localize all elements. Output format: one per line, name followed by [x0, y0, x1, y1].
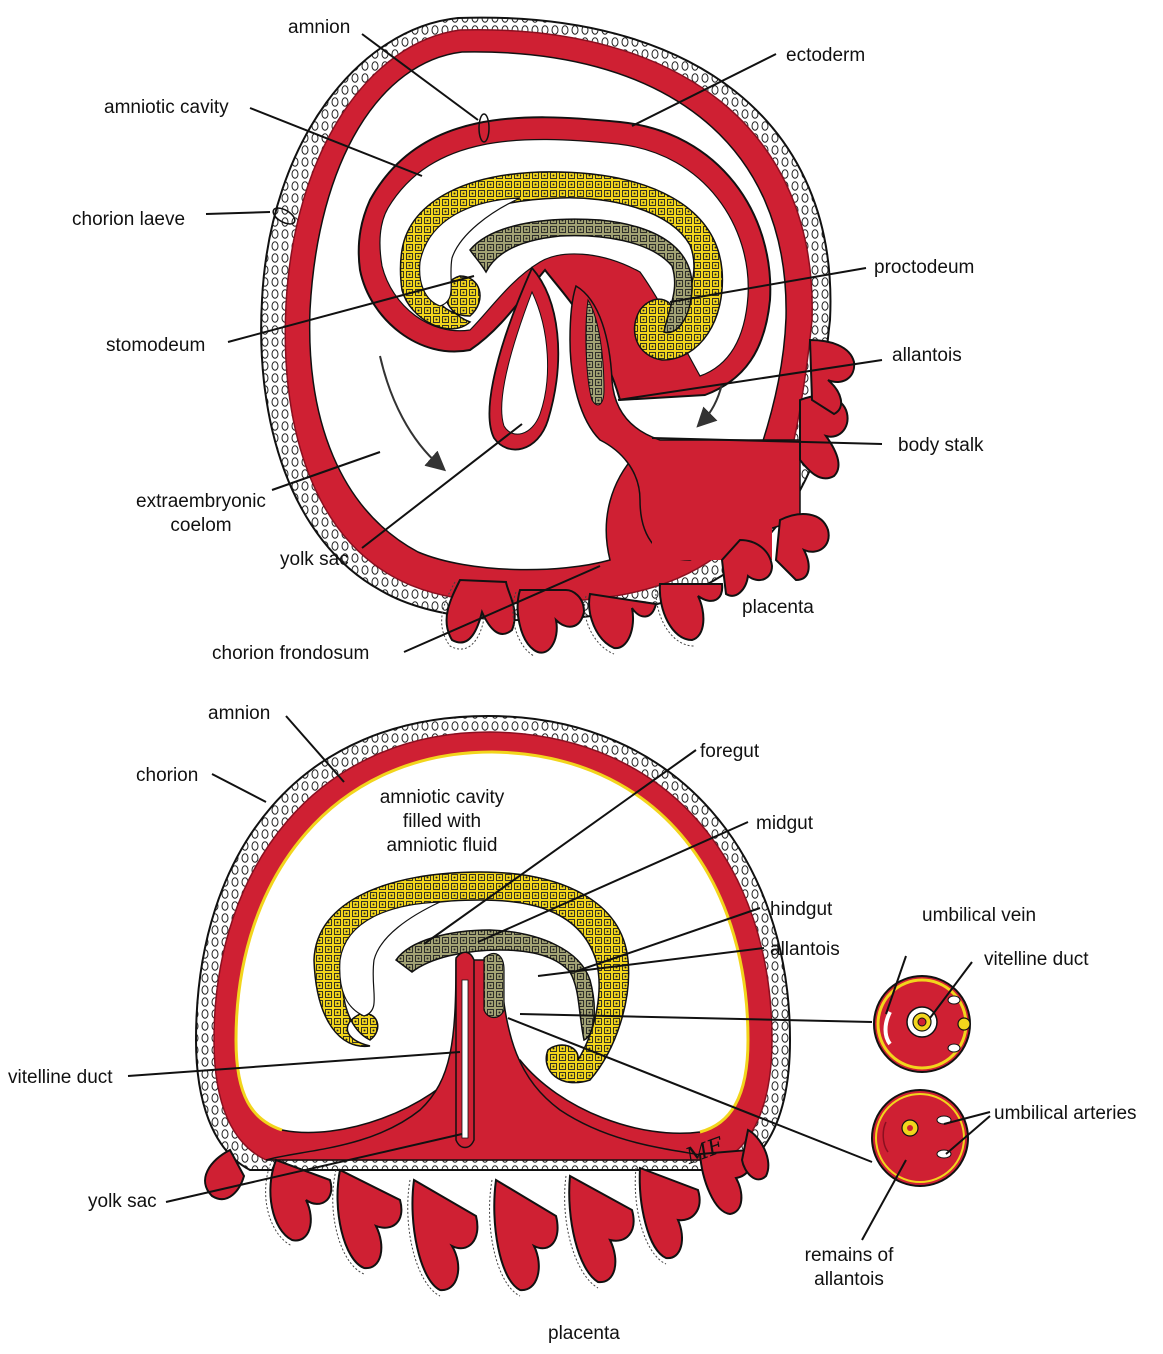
- label-amniotic-cavity-line1: amniotic cavity: [362, 786, 522, 810]
- bottom-diagram: [128, 716, 990, 1296]
- label-umbilical-arteries: umbilical arteries: [994, 1102, 1137, 1126]
- label-umbilical-vein: umbilical vein: [922, 904, 1036, 928]
- label-chorion-bottom: chorion: [136, 764, 198, 788]
- umbilical-cord-section-upper: [874, 976, 970, 1072]
- umbilical-cord-section-lower: [872, 1090, 968, 1186]
- label-stomodeum: stomodeum: [106, 334, 205, 358]
- label-vitelline-duct-left: vitelline duct: [8, 1066, 113, 1090]
- label-amnion-top: amnion: [288, 16, 350, 40]
- label-yolk-sac-top: yolk sac: [280, 548, 349, 572]
- label-proctodeum: proctodeum: [874, 256, 974, 280]
- label-allantois-bottom: allantois: [770, 938, 840, 962]
- label-remains-of-allantois-line1: remains of: [784, 1244, 914, 1268]
- label-ectoderm: ectoderm: [786, 44, 865, 68]
- label-amnion-bottom: amnion: [208, 702, 270, 726]
- label-amniotic-cavity-top: amniotic cavity: [104, 96, 229, 120]
- label-foregut: foregut: [700, 740, 759, 764]
- label-body-stalk: body stalk: [898, 434, 984, 458]
- label-allantois-top: allantois: [892, 344, 962, 368]
- label-extraembryonic-coelom-line2: coelom: [126, 514, 276, 538]
- label-placenta-bottom: placenta: [548, 1322, 620, 1346]
- label-amniotic-cavity-line2: filled with: [362, 810, 522, 834]
- label-placenta-top: placenta: [742, 596, 814, 620]
- label-chorion-laeve: chorion laeve: [72, 208, 185, 232]
- bottom-vitelline-lumen: [462, 980, 468, 1138]
- label-chorion-frondosum: chorion frondosum: [212, 642, 369, 666]
- label-midgut: midgut: [756, 812, 813, 836]
- label-hindgut: hindgut: [770, 898, 832, 922]
- label-vitelline-duct-right: vitelline duct: [984, 948, 1089, 972]
- label-remains-of-allantois-line2: allantois: [784, 1268, 914, 1292]
- label-yolk-sac-bottom: yolk sac: [88, 1190, 157, 1214]
- bottom-allantois: [484, 954, 504, 1018]
- label-extraembryonic-coelom-line1: extraembryonic: [126, 490, 276, 514]
- label-amniotic-cavity-line3: amniotic fluid: [362, 834, 522, 858]
